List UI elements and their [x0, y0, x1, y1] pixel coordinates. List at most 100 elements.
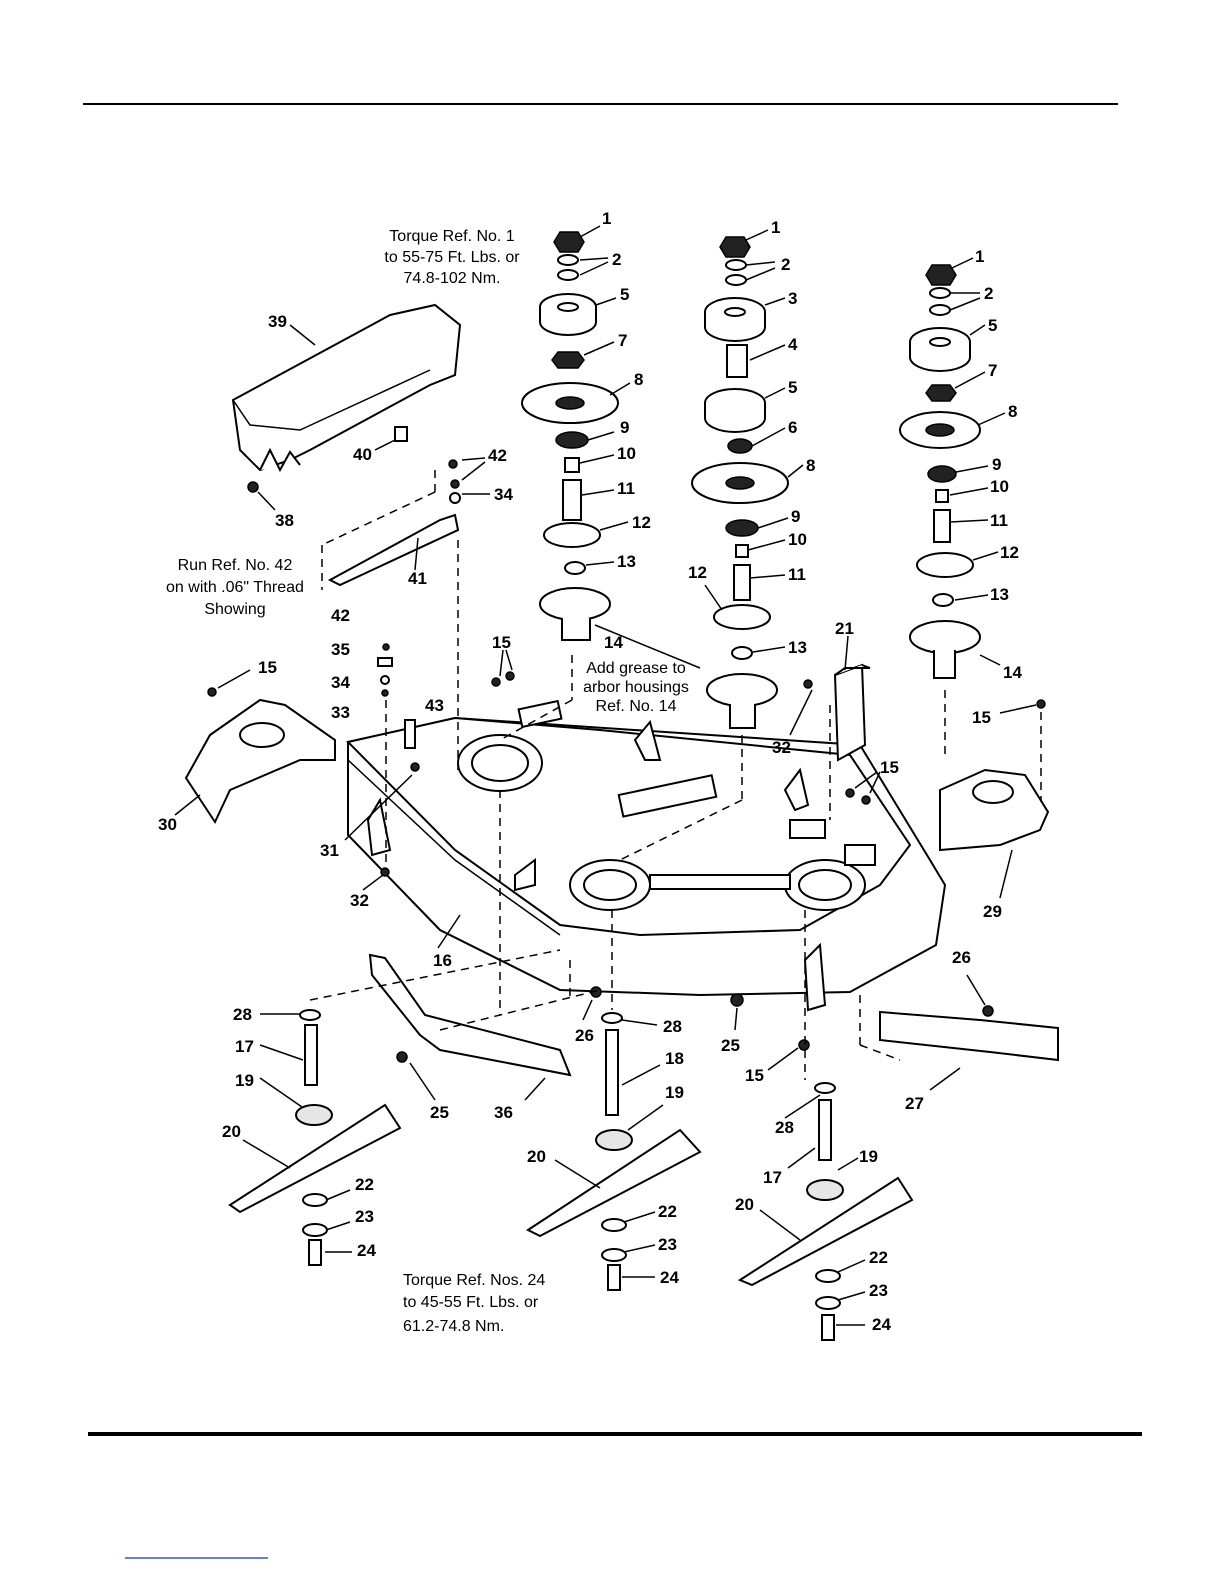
- left-shield: [184, 698, 336, 825]
- blade-set-right: [737, 1082, 914, 1341]
- ref-label: 9: [620, 418, 629, 437]
- ref-label: 22: [658, 1202, 677, 1221]
- ref-label: 13: [617, 552, 636, 571]
- blade-set-left: [228, 1009, 402, 1266]
- ref-label: 23: [869, 1281, 888, 1300]
- ref-label: 14: [1003, 663, 1022, 682]
- ref-label: 1: [975, 247, 984, 266]
- ref-label: 42: [331, 606, 350, 625]
- ref-label: 27: [905, 1094, 924, 1113]
- svg-text:Showing: Showing: [204, 601, 265, 618]
- rod-assembly: [327, 459, 461, 749]
- svg-text:Ref. No. 14: Ref. No. 14: [596, 698, 677, 715]
- note-add-grease: Add grease to arbor housings Ref. No. 14: [583, 660, 689, 715]
- ref-label: 32: [772, 738, 791, 757]
- baffle-27: [879, 1010, 1059, 1062]
- ref-label: 10: [617, 444, 636, 463]
- ref-label: 13: [788, 638, 807, 657]
- assembly-lines: [309, 470, 1042, 1080]
- ref-label: 26: [575, 1026, 594, 1045]
- ref-label: 9: [992, 455, 1001, 474]
- svg-text:Add grease to: Add grease to: [586, 660, 686, 677]
- svg-text:arbor housings: arbor housings: [583, 679, 689, 696]
- ref-label: 39: [268, 312, 287, 331]
- ref-label: 25: [721, 1036, 740, 1055]
- ref-label: 15: [745, 1066, 764, 1085]
- ref-label: 15: [972, 708, 991, 727]
- ref-label: 41: [408, 569, 427, 588]
- blade-set-center: [526, 1012, 702, 1291]
- right-shield: [939, 768, 1050, 852]
- ref-label: 30: [158, 815, 177, 834]
- ref-label: 38: [275, 511, 294, 530]
- ref-label: 25: [430, 1103, 449, 1122]
- ref-label: 12: [632, 513, 651, 532]
- ref-label: 11: [788, 565, 806, 584]
- ref-label: 34: [331, 673, 350, 692]
- ref-label: 42: [488, 446, 507, 465]
- ref-label: 10: [990, 477, 1009, 496]
- ref-label: 23: [355, 1207, 374, 1226]
- svg-text:61.2-74.8 Nm.: 61.2-74.8 Nm.: [403, 1318, 504, 1335]
- ref-label: 24: [872, 1315, 891, 1334]
- ref-label: 32: [350, 891, 369, 910]
- ref-label: 28: [663, 1017, 682, 1036]
- ref-label: 6: [788, 418, 797, 437]
- ref-label: 3: [788, 289, 797, 308]
- leader-lines: [174, 225, 1037, 1326]
- ref-label: 28: [775, 1118, 794, 1137]
- ref-label: 11: [990, 511, 1008, 530]
- ref-label: 17: [763, 1168, 782, 1187]
- ref-label: 22: [355, 1175, 374, 1194]
- note-torque-ref-24: Torque Ref. Nos. 24 to 45-55 Ft. Lbs. or…: [403, 1272, 545, 1335]
- ref-label: 22: [869, 1248, 888, 1267]
- ref-label: 18: [665, 1049, 684, 1068]
- svg-text:Run Ref. No. 42: Run Ref. No. 42: [178, 557, 293, 574]
- ref-label: 10: [788, 530, 807, 549]
- ref-label: 1: [602, 209, 611, 228]
- ref-label: 15: [492, 633, 511, 652]
- ref-label: 2: [612, 250, 621, 269]
- ref-label: 35: [331, 640, 350, 659]
- ref-label: 33: [331, 703, 350, 722]
- ref-label: 43: [425, 696, 444, 715]
- ref-label: 11: [617, 479, 635, 498]
- ref-label: 23: [658, 1235, 677, 1254]
- ref-label: 15: [258, 658, 277, 677]
- ref-label: 21: [835, 619, 854, 638]
- ref-label: 12: [688, 563, 707, 582]
- spindle-stack-right: [899, 264, 981, 679]
- ref-label: 34: [494, 485, 513, 504]
- ref-label: 17: [235, 1037, 254, 1056]
- svg-text:Torque Ref. Nos. 24: Torque Ref. Nos. 24: [403, 1272, 545, 1289]
- ref-label: 8: [634, 370, 643, 389]
- ref-label: 13: [990, 585, 1009, 604]
- ref-label: 8: [1008, 402, 1017, 421]
- spindle-stack-center: [691, 236, 789, 729]
- ref-label: 2: [781, 255, 790, 274]
- ref-label: 19: [859, 1147, 878, 1166]
- ref-label: 36: [494, 1103, 513, 1122]
- ref-label: 1: [771, 218, 780, 237]
- ref-label: 5: [620, 285, 629, 304]
- ref-label: 7: [618, 331, 627, 350]
- svg-text:on with .06" Thread: on with .06" Thread: [166, 579, 304, 596]
- ref-label: 5: [988, 316, 997, 335]
- svg-text:Torque Ref. No. 1: Torque Ref. No. 1: [389, 228, 515, 245]
- bracket-21: [833, 663, 871, 762]
- svg-text:74.8-102 Nm.: 74.8-102 Nm.: [404, 270, 501, 287]
- belt-cover: [231, 303, 462, 493]
- ref-label: 14: [604, 633, 623, 652]
- baffle-36: [368, 953, 572, 1077]
- deck-housing: [346, 699, 947, 1012]
- ref-label: 8: [806, 456, 815, 475]
- ref-label: 19: [665, 1083, 684, 1102]
- ref-label: 31: [320, 841, 339, 860]
- ref-label: 9: [791, 507, 800, 526]
- ref-label: 20: [527, 1147, 546, 1166]
- ref-label: 16: [433, 951, 452, 970]
- note-run-ref-42: Run Ref. No. 42 on with .06" Thread Show…: [166, 557, 304, 618]
- ref-label: 24: [660, 1268, 679, 1287]
- ref-label: 12: [1000, 543, 1019, 562]
